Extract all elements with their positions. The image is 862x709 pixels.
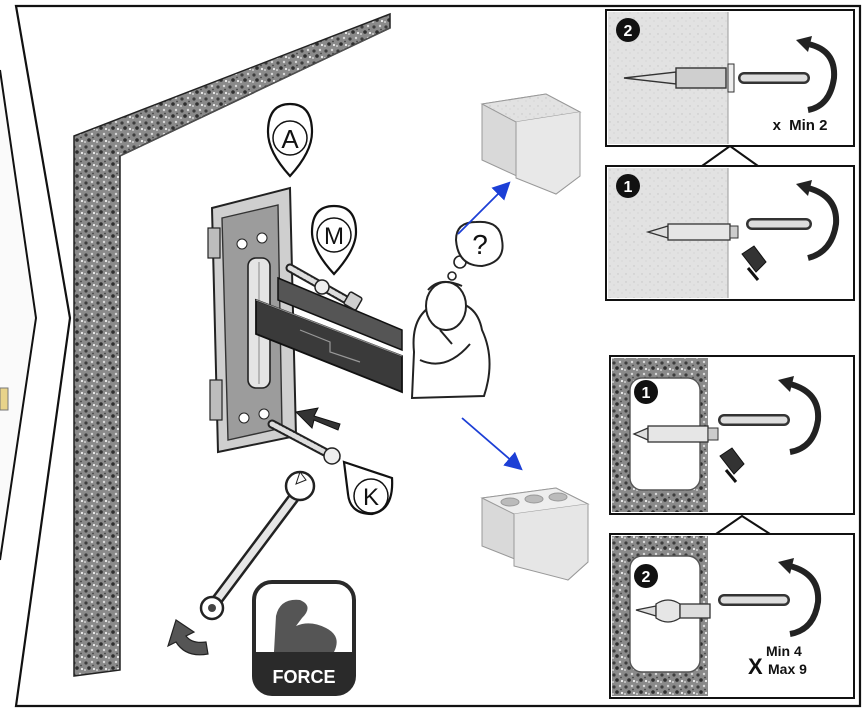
extension-arm [255,276,403,394]
solid-quantity: x Min 2 [773,117,828,134]
panel-hollow-step-1: 1 [609,355,855,515]
thought-bubble: ? [447,220,504,281]
callout-m: M [310,204,358,276]
hollow-block [480,487,590,581]
bolt-m [285,263,363,311]
step-number-solid-1: 1 [624,179,633,196]
arrow-to-hollow-wall [461,417,523,471]
callout-k: K [342,460,394,516]
step-number-solid-2: 2 [624,23,633,40]
force-label: FORCE [273,667,336,687]
force-badge: FORCE [252,580,356,696]
rotate-arrow-icon [167,619,209,656]
callout-a: A [266,102,314,178]
panel-hollow-step-2: 2 X Min 4 Max 9 [609,533,855,699]
previous-step-edge [0,69,38,561]
callout-a-label: A [281,124,299,154]
callout-m-label: M [324,223,344,250]
callout-k-label: K [363,484,379,511]
step-number-hollow-2: 2 [642,569,651,586]
hollow-quantity-max: Max 9 [768,661,807,677]
question-mark: ? [472,229,488,260]
panel-solid-step-2: 2 x Min 2 [605,9,855,147]
wall-bracket [207,186,298,454]
solid-quantity-min: Min 2 [789,117,827,134]
solid-concrete-block [480,93,582,195]
solid-panels-connector [701,144,759,167]
panel-solid-step-1: 1 [605,165,855,301]
hollow-quantity-x: X [748,654,763,679]
hollow-panels-connector [715,514,771,535]
arrow-to-solid-wall [457,181,511,235]
hollow-quantity-min: Min 4 [766,643,802,659]
concrete-wall [73,12,391,677]
insert-arrow-icon [294,407,341,431]
solid-quantity-x: x [773,117,782,134]
step-frame [14,4,862,708]
step-number-hollow-1: 1 [642,385,651,402]
wrench-icon [199,470,316,621]
bolt-k [267,419,341,465]
thinking-person-icon [410,280,491,400]
